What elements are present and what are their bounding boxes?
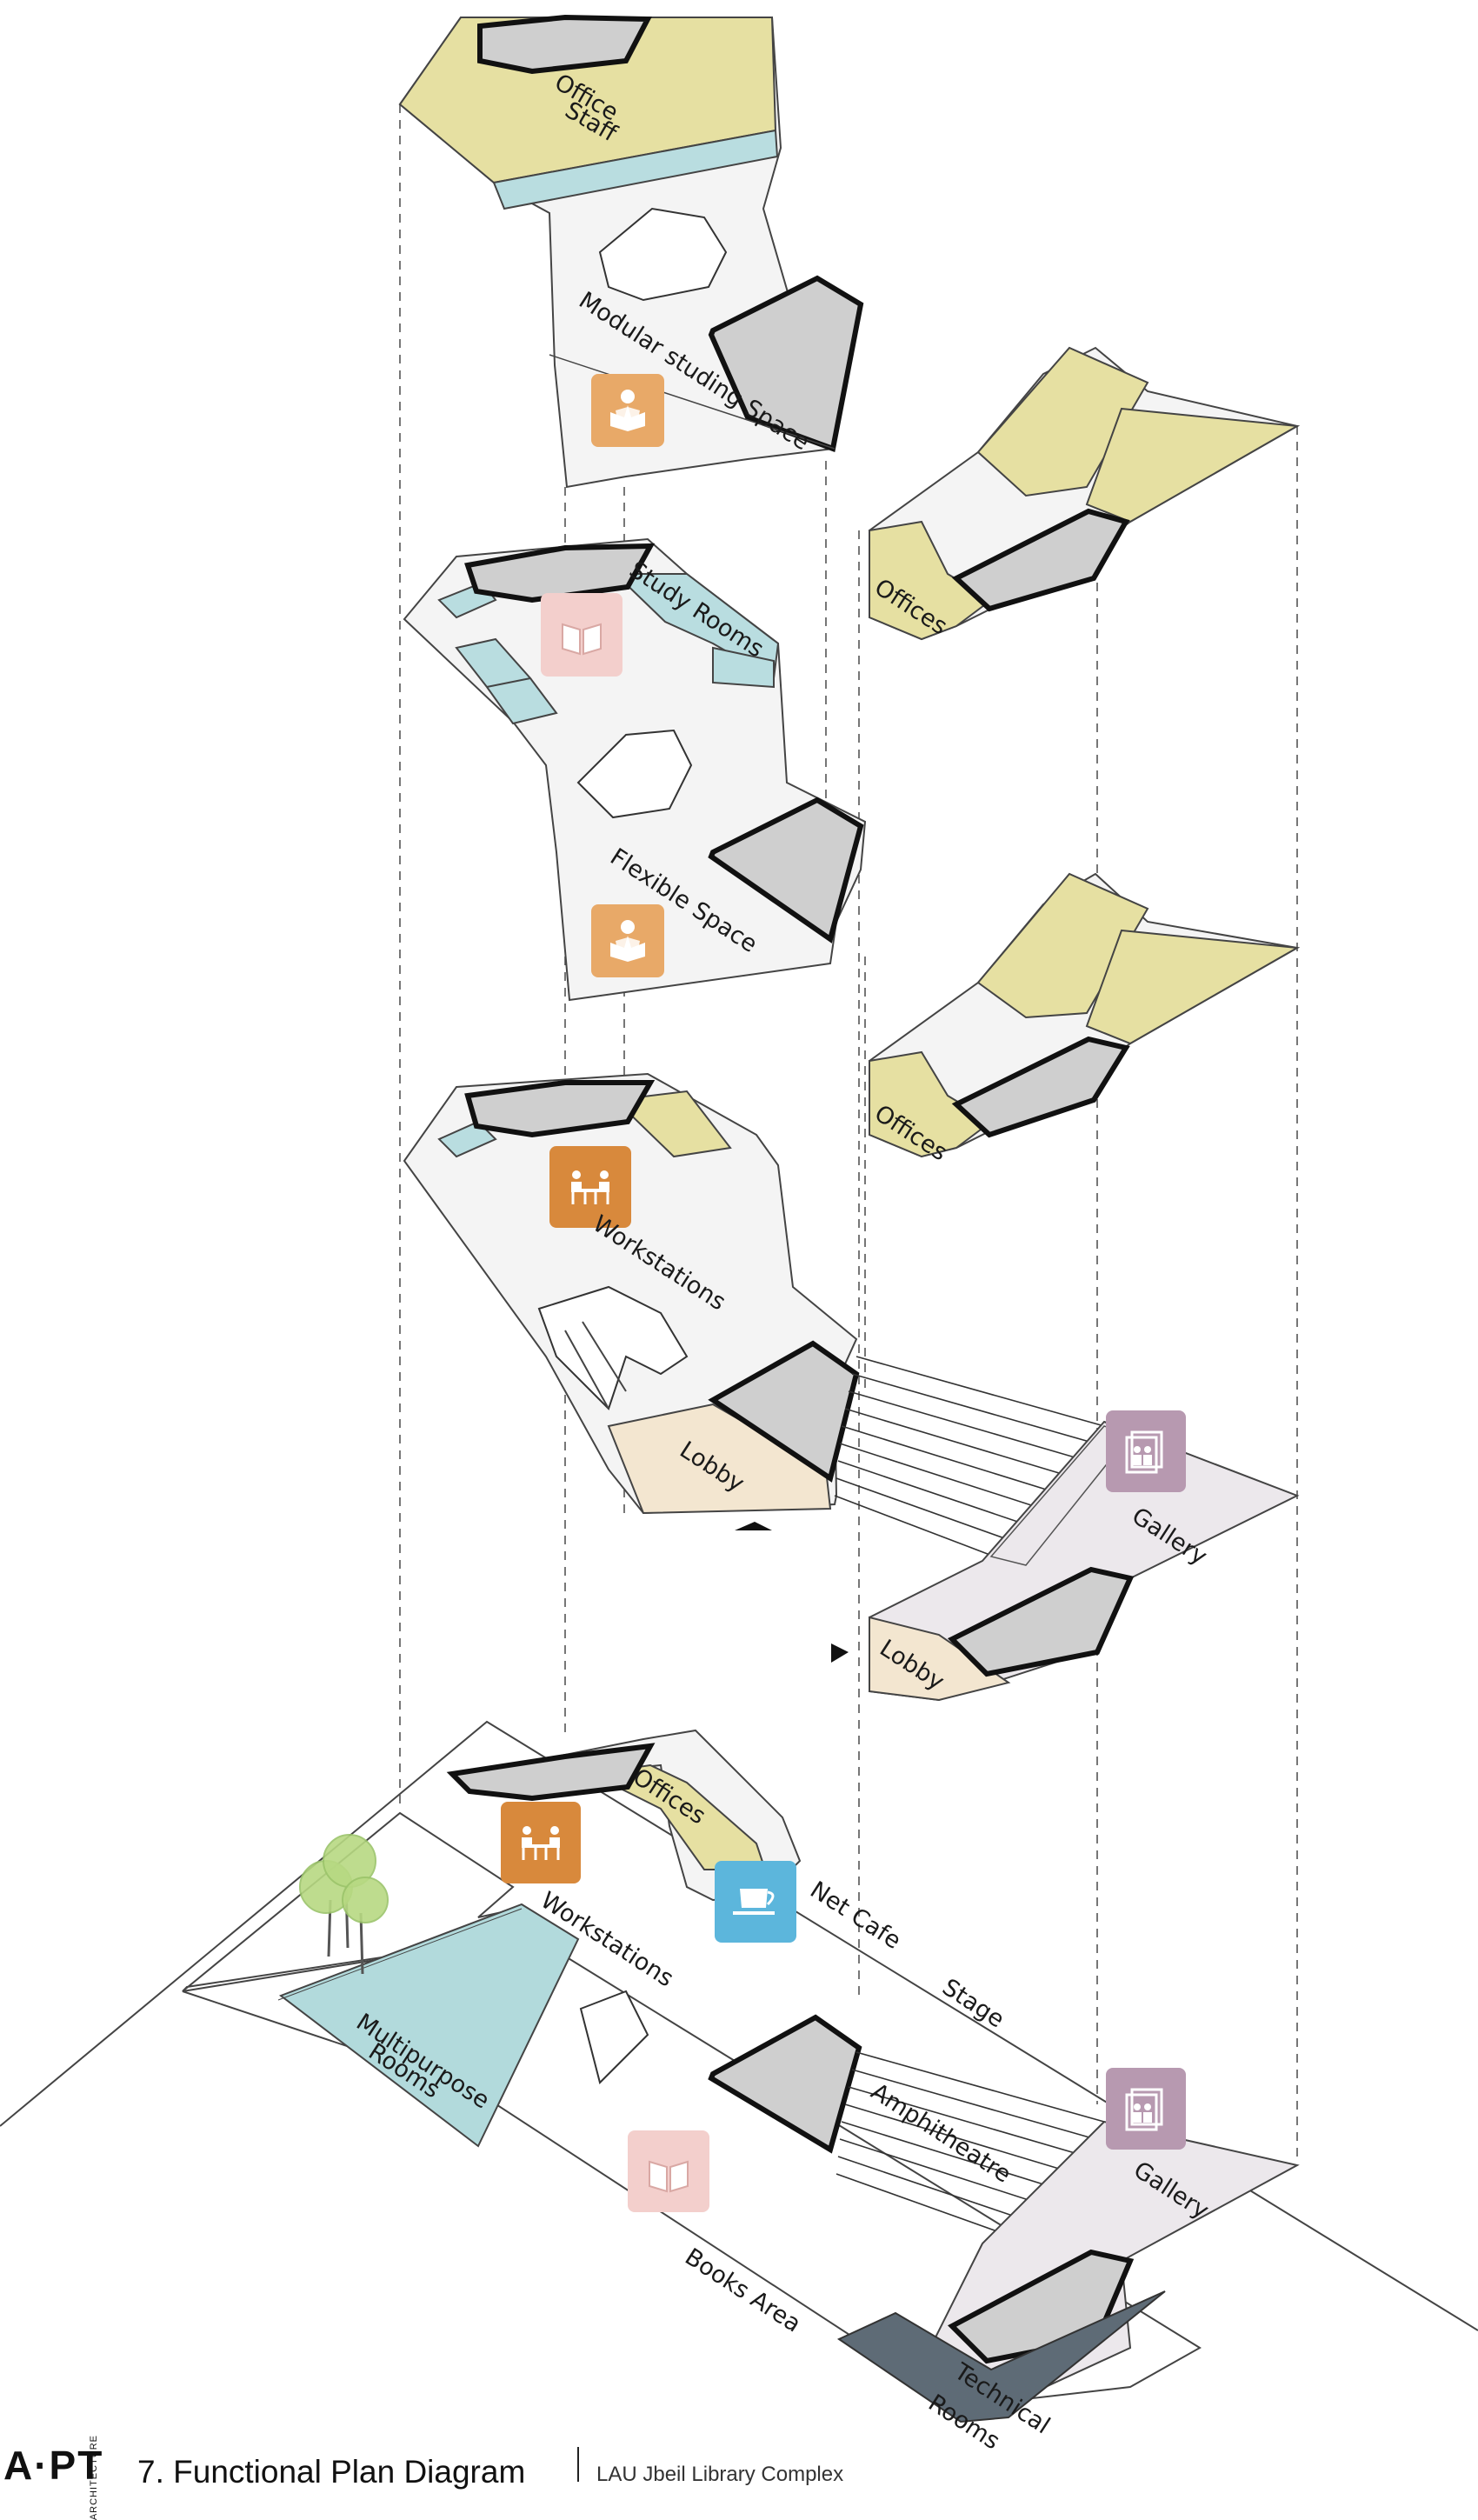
title-divider <box>577 2447 579 2482</box>
meeting-icon-tile-1 <box>549 1146 631 1228</box>
book-icon-tile-1 <box>541 593 622 677</box>
stair-core <box>708 797 864 943</box>
ground-plan: Offices Net Cafe Workstations Stage Mult… <box>0 1720 1478 2455</box>
stair-core <box>708 2014 862 2154</box>
level-2-offices: Offices <box>869 872 1301 1166</box>
brand-subtext: ARCHITECTURE <box>89 2435 99 2520</box>
core-block <box>464 543 656 603</box>
offices-zone-ground <box>588 1763 767 1870</box>
stair-void-ground <box>579 1990 649 2084</box>
bridge-stripes <box>834 1356 1105 1566</box>
stair-core <box>947 1566 1135 1677</box>
level-1-gallery: Gallery Lobby <box>831 1356 1300 1702</box>
label-stage: Stage <box>937 1974 1009 2033</box>
stair-core <box>951 1036 1130 1138</box>
corridor-zone <box>492 129 779 210</box>
lobby-zone-1 <box>607 1403 832 1515</box>
entrance-arrow-1 <box>735 1522 772 1530</box>
trees <box>299 1834 389 1975</box>
entrance-arrow-2 <box>831 1643 849 1663</box>
book-icon-tile-2 <box>628 2130 709 2212</box>
multipurpose-rooms-zone <box>278 1903 580 2148</box>
level-3-offices: Offices <box>869 346 1301 640</box>
page-subtitle: LAU Jbeil Library Complex <box>596 2463 844 2486</box>
stair-core <box>708 1340 860 1483</box>
level-2-plan: Workstations Lobby <box>403 1072 860 1530</box>
label-net-cafe: Net Cafe <box>805 1877 905 1955</box>
page-title: 7. Functional Plan Diagram <box>137 2454 526 2490</box>
level-3-plan: Study Rooms Flexible Space <box>403 537 867 1002</box>
atrium-void <box>598 207 728 302</box>
core-block <box>464 1080 656 1138</box>
level-4-plan: Office Staff Modular studing Space <box>398 14 864 489</box>
brand-logo: A·PT <box>3 2443 104 2488</box>
meeting-icon-tile-2 <box>501 1802 581 1883</box>
stair-core <box>951 508 1130 612</box>
core-block <box>446 1743 656 1802</box>
amphitheatre-stripes <box>836 2051 1105 2244</box>
atrium-void <box>576 729 693 819</box>
lobby-zone-2 <box>869 1616 1011 1702</box>
technical-rooms-zone <box>836 2290 1166 2423</box>
stair-void <box>537 1285 689 1410</box>
core-block <box>477 14 652 75</box>
